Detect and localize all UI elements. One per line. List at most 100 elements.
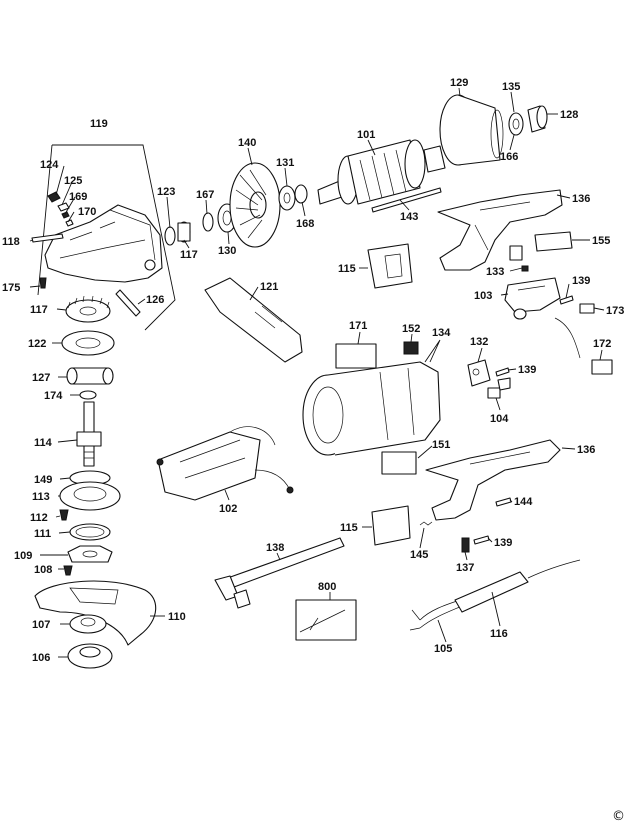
field-coil-102-drawing <box>156 426 294 501</box>
spring-145-drawing <box>419 521 433 526</box>
screw-108-drawing <box>63 565 73 576</box>
callout-104: 104 <box>490 413 509 425</box>
callout-133: 133 <box>486 266 504 278</box>
callout-173: 173 <box>606 305 624 317</box>
label-151-drawing <box>381 451 417 475</box>
callout-115b: 115 <box>340 522 358 534</box>
callout-115a: 115 <box>338 263 356 275</box>
block-173-drawing <box>579 303 595 314</box>
armature-101-drawing <box>317 139 459 205</box>
handle-half-136-bottom-drawing <box>425 439 561 521</box>
callout-134: 134 <box>432 327 451 339</box>
callout-132: 132 <box>470 336 488 348</box>
brush-holder-132-drawing <box>467 359 491 387</box>
callout-109: 109 <box>14 550 32 562</box>
callout-174: 174 <box>44 390 63 402</box>
callout-125: 125 <box>64 175 82 187</box>
callout-145: 145 <box>410 549 428 561</box>
copyright-mark: © <box>612 809 625 824</box>
kit-800-box-drawing <box>295 599 357 641</box>
callout-113: 113 <box>32 491 50 503</box>
side-handle-121-drawing <box>204 277 303 363</box>
bearing-135-drawing <box>508 112 524 136</box>
handle-half-136-top-drawing <box>437 189 563 271</box>
callout-101: 101 <box>357 129 375 141</box>
motor-housing-134-drawing <box>302 361 441 456</box>
screw-139-b-drawing <box>495 367 510 377</box>
flange-122-drawing <box>61 330 115 356</box>
callout-135: 135 <box>502 81 520 93</box>
callout-144: 144 <box>514 496 533 508</box>
wire-172-drawing <box>554 317 581 359</box>
screw-144-drawing <box>495 497 512 507</box>
callout-106: 106 <box>32 652 50 664</box>
wrench-138-drawing <box>214 537 345 609</box>
brush-152-drawing <box>403 341 419 355</box>
screw-139-c-drawing <box>473 535 490 545</box>
callout-105: 105 <box>434 643 452 655</box>
callout-126: 126 <box>146 294 164 306</box>
callout-117a: 117 <box>180 249 198 261</box>
callout-127: 127 <box>32 372 50 384</box>
callout-136a: 136 <box>572 193 590 205</box>
callout-122: 122 <box>28 338 46 350</box>
callout-139b: 139 <box>572 275 590 287</box>
callout-151: 151 <box>432 439 450 451</box>
callout-119: 119 <box>90 118 108 130</box>
callout-140: 140 <box>238 137 256 149</box>
label-171-drawing <box>335 343 377 369</box>
callout-800: 800 <box>318 581 336 593</box>
housing-cup-129-drawing <box>439 94 504 166</box>
shaft-bearings-drawing <box>164 203 237 246</box>
callout-171: 171 <box>349 320 367 332</box>
callout-149: 149 <box>34 474 52 486</box>
screw-112-drawing <box>59 509 69 521</box>
washer-131-drawing <box>278 185 296 211</box>
callout-136b: 136 <box>577 444 595 456</box>
callout-103: 103 <box>474 290 492 302</box>
gear-117-drawing <box>65 295 111 323</box>
leader-lines <box>29 87 605 658</box>
cable-105-drawing <box>409 599 463 631</box>
callout-137: 137 <box>456 562 474 574</box>
pin-126-drawing <box>115 289 141 317</box>
part-137-drawing <box>461 537 470 553</box>
callout-121: 121 <box>260 281 278 293</box>
callout-170: 170 <box>78 206 96 218</box>
cable-guard-116-drawing <box>454 559 581 613</box>
callout-155: 155 <box>592 235 610 247</box>
callout-168: 168 <box>296 218 314 230</box>
switch-cover-155-drawing <box>534 231 573 252</box>
screw-118-drawing <box>31 233 64 243</box>
nut-106-drawing <box>67 643 113 669</box>
callout-139a: 139 <box>518 364 536 376</box>
callout-111: 111 <box>34 528 51 540</box>
bearing-127-drawing <box>66 367 114 385</box>
callout-116: 116 <box>490 628 508 640</box>
flange-113-drawing <box>59 481 121 511</box>
callout-138: 138 <box>266 542 284 554</box>
block-104-drawing <box>487 387 501 399</box>
callout-117b: 117 <box>30 304 48 316</box>
callout-112: 112 <box>30 512 48 524</box>
washer-168-drawing <box>294 184 308 204</box>
callout-175: 175 <box>2 282 20 294</box>
screw-139-a-drawing <box>559 295 574 305</box>
plate-109-drawing <box>67 545 113 563</box>
guard-110-drawing <box>34 580 157 646</box>
callout-131: 131 <box>276 157 294 169</box>
plate-115-bottom-drawing <box>371 505 411 546</box>
spindle-114-drawing <box>76 401 102 467</box>
callout-130: 130 <box>218 245 236 257</box>
callout-129: 129 <box>450 77 468 89</box>
plate-115-top-drawing <box>367 243 413 289</box>
callout-labels: 119 124 125 169 170 123 167 117 130 140 … <box>2 77 624 664</box>
callout-152: 152 <box>402 323 420 335</box>
small-screws-drawing <box>47 191 74 227</box>
callout-167: 167 <box>196 189 214 201</box>
switch-103-drawing <box>504 277 561 320</box>
callout-114: 114 <box>34 437 53 449</box>
callout-118: 118 <box>2 236 20 248</box>
